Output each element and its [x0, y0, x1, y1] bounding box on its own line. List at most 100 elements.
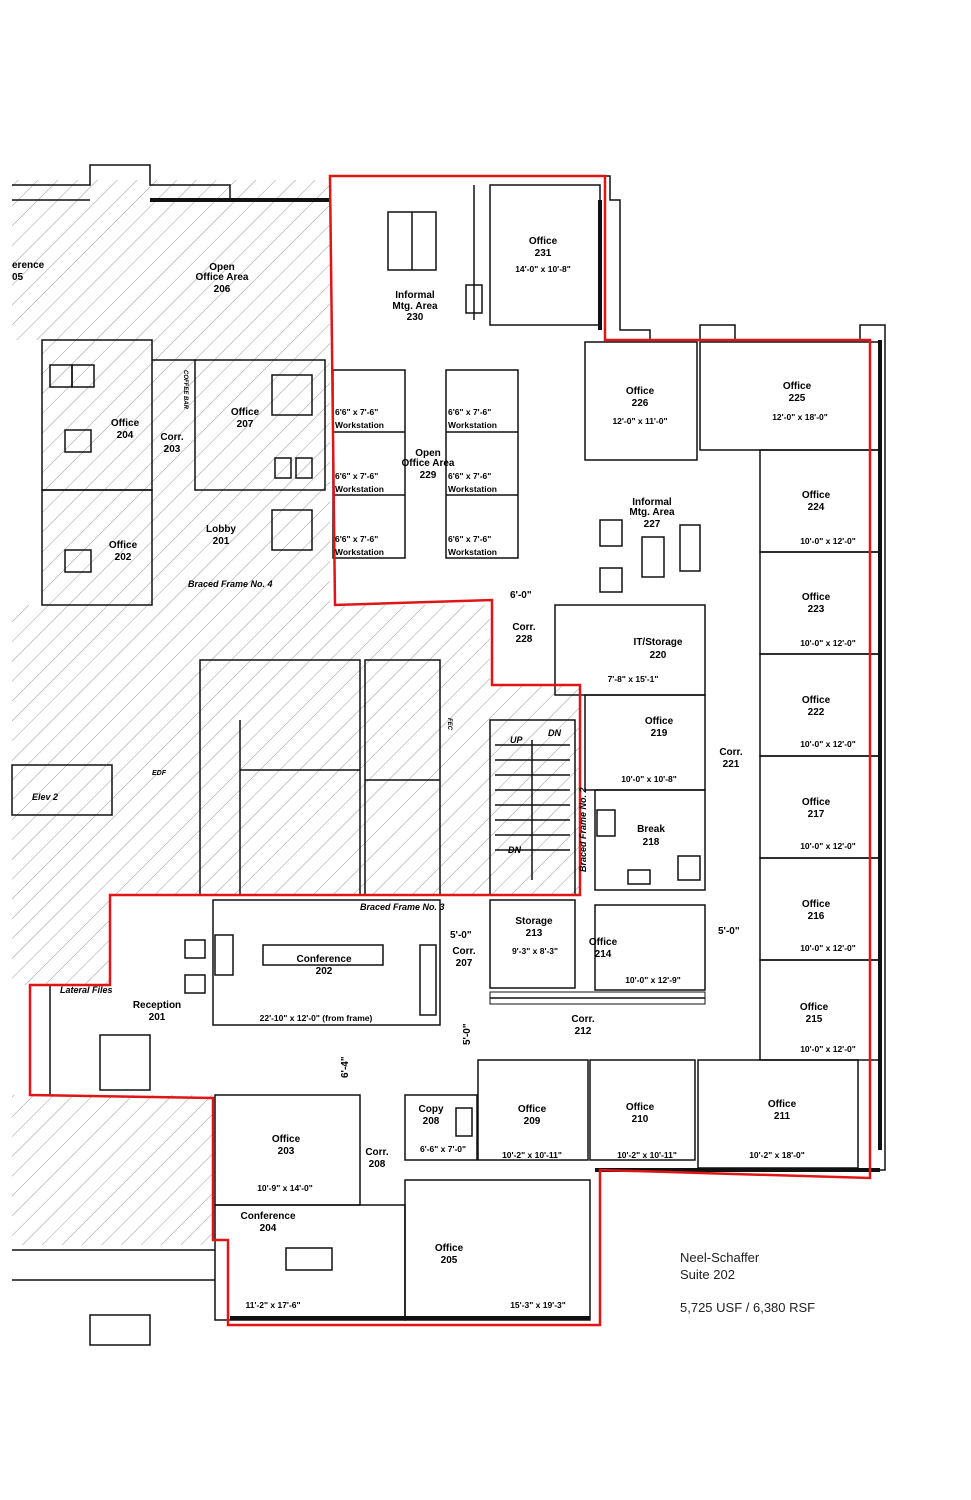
ws-label-4: Workstation	[448, 484, 497, 494]
room-num-216: 216	[808, 911, 825, 922]
room-num-229: 229	[420, 470, 437, 481]
room-num-204a: 204	[117, 430, 134, 441]
room-name-224: Office	[802, 490, 831, 501]
room-name-214: Office	[589, 937, 618, 948]
room-dim-226: 12'-0" x 11'-0"	[612, 416, 667, 426]
room-name-221: Corr.	[719, 747, 743, 758]
room-name-223: Office	[802, 592, 831, 603]
room-dim-219: 10'-0" x 10'-8"	[621, 774, 677, 784]
room-dim-223: 10'-0" x 12'-0"	[800, 638, 856, 648]
legend-area: 5,725 USF / 6,380 RSF	[680, 1300, 816, 1315]
room-num-212: 212	[575, 1026, 592, 1037]
dim-6-4: 6'-4"	[340, 1056, 351, 1078]
room-name-227: Informal	[632, 497, 672, 508]
room-num-218: 218	[643, 837, 660, 848]
room-num-205a: 05	[12, 272, 24, 283]
ws-size-4: 6'6" x 7'-6"	[448, 471, 491, 481]
room-num-225: 225	[789, 393, 806, 404]
dim-5-0-b: 5'-0"	[718, 926, 740, 937]
room-dim-205: 15'-3" x 19'-3"	[510, 1300, 566, 1310]
room-num-222: 222	[808, 707, 825, 718]
room-dim-220: 7'-8" x 15'-1"	[608, 674, 659, 684]
legend-company: Neel-Schaffer	[680, 1250, 760, 1265]
room-num-226: 226	[632, 398, 649, 409]
room-name-216: Office	[802, 899, 831, 910]
room-num-231: 231	[535, 248, 552, 259]
room-dim-203: 10'-9" x 14'-0"	[257, 1183, 313, 1193]
room-name-205a: erence	[12, 260, 45, 271]
room-num-215: 215	[806, 1014, 823, 1025]
room-name-204: Conference	[240, 1211, 295, 1222]
ws-label-2: Workstation	[448, 420, 497, 430]
room-name-213: Storage	[515, 916, 553, 927]
dim-5-0-c: 5'-0"	[462, 1023, 473, 1045]
room-dim-213: 9'-3" x 8'-3"	[512, 946, 558, 956]
stair-up-label: UP	[510, 735, 523, 745]
room-name-207: Corr.	[452, 946, 476, 957]
room-name-225: Office	[783, 381, 812, 392]
room-num-209: 209	[524, 1116, 541, 1127]
room-name-222: Office	[802, 695, 831, 706]
room-num-217: 217	[808, 809, 825, 820]
room-num-220: 220	[650, 650, 667, 661]
annotations: Braced Frame No. 4 Braced Frame No. 3 Br…	[60, 370, 740, 1078]
room-num-214: 214	[595, 949, 612, 960]
room-name-218: Break	[637, 824, 665, 835]
room-dim-216: 10'-0" x 12'-0"	[800, 943, 856, 953]
ws-label-3: Workstation	[335, 484, 384, 494]
room-name2-206: Office Area	[196, 272, 249, 283]
room-name-207a: Office	[231, 407, 260, 418]
room-dim-214: 10'-0" x 12'-9"	[625, 975, 681, 985]
room-num-202a: 202	[115, 552, 132, 563]
room-labels: Office 231 14'-0" x 10'-8" Informal Mtg.…	[12, 236, 856, 1310]
ws-size-5: 6'6" x 7'-6"	[335, 534, 378, 544]
dim-5-0-a: 5'-0"	[450, 930, 472, 941]
room-name-212: Corr.	[571, 1014, 595, 1025]
hatched-areas	[12, 180, 580, 1245]
room-name-226: Office	[626, 386, 655, 397]
room-num-205: 205	[441, 1255, 458, 1266]
ws-size-3: 6'6" x 7'-6"	[335, 471, 378, 481]
ws-label-1: Workstation	[335, 420, 384, 430]
room-dim-202: 22'-10" x 12'-0" (from frame)	[260, 1013, 373, 1023]
room-dim-224: 10'-0" x 12'-0"	[800, 536, 856, 546]
room-num-207: 207	[456, 958, 473, 969]
room-name-204a: Office	[111, 418, 140, 429]
ws-size-2: 6'6" x 7'-6"	[448, 407, 491, 417]
room-name-202a: Office	[109, 540, 138, 551]
room-dim-231: 14'-0" x 10'-8"	[515, 264, 571, 274]
braced-frame-3-label: Braced Frame No. 3	[360, 902, 445, 912]
walls	[11, 164, 886, 1346]
coffee-bar-label: COFFEE BAR	[182, 370, 188, 410]
room-name-219: Office	[645, 716, 674, 727]
room-name-206: Open	[209, 262, 235, 273]
room-name-211: Office	[768, 1099, 797, 1110]
stair-dn-label: DN	[548, 728, 561, 738]
braced-frame-4-label: Braced Frame No. 4	[188, 579, 273, 589]
elevator-label: Elev 2	[32, 792, 58, 802]
room-name-209: Office	[518, 1104, 547, 1115]
room-num-230: 230	[407, 312, 424, 323]
room-name-220: IT/Storage	[634, 637, 683, 648]
room-num-202: 202	[316, 966, 333, 977]
room-num-210: 210	[632, 1114, 649, 1125]
room-num-221: 221	[723, 759, 740, 770]
room-num-224: 224	[808, 502, 825, 513]
room-name-210: Office	[626, 1102, 655, 1113]
room-name2-227: Mtg. Area	[629, 507, 675, 518]
room-name2-229: Office Area	[402, 458, 455, 469]
room-name-203: Office	[272, 1134, 301, 1145]
ws-label-6: Workstation	[448, 547, 497, 557]
room-num-207a: 207	[237, 419, 254, 430]
ws-label-5: Workstation	[335, 547, 384, 557]
room-name-203a: Corr.	[160, 432, 184, 443]
suite-outline	[28, 174, 872, 1327]
room-name-230: Informal	[395, 290, 435, 301]
room-name-228: Corr.	[512, 622, 536, 633]
room-num-213: 213	[526, 928, 543, 939]
braced-frame-2-label: Braced Frame No. 2	[578, 787, 588, 872]
room-num-219: 219	[651, 728, 668, 739]
room-name-231: Office	[529, 236, 558, 247]
